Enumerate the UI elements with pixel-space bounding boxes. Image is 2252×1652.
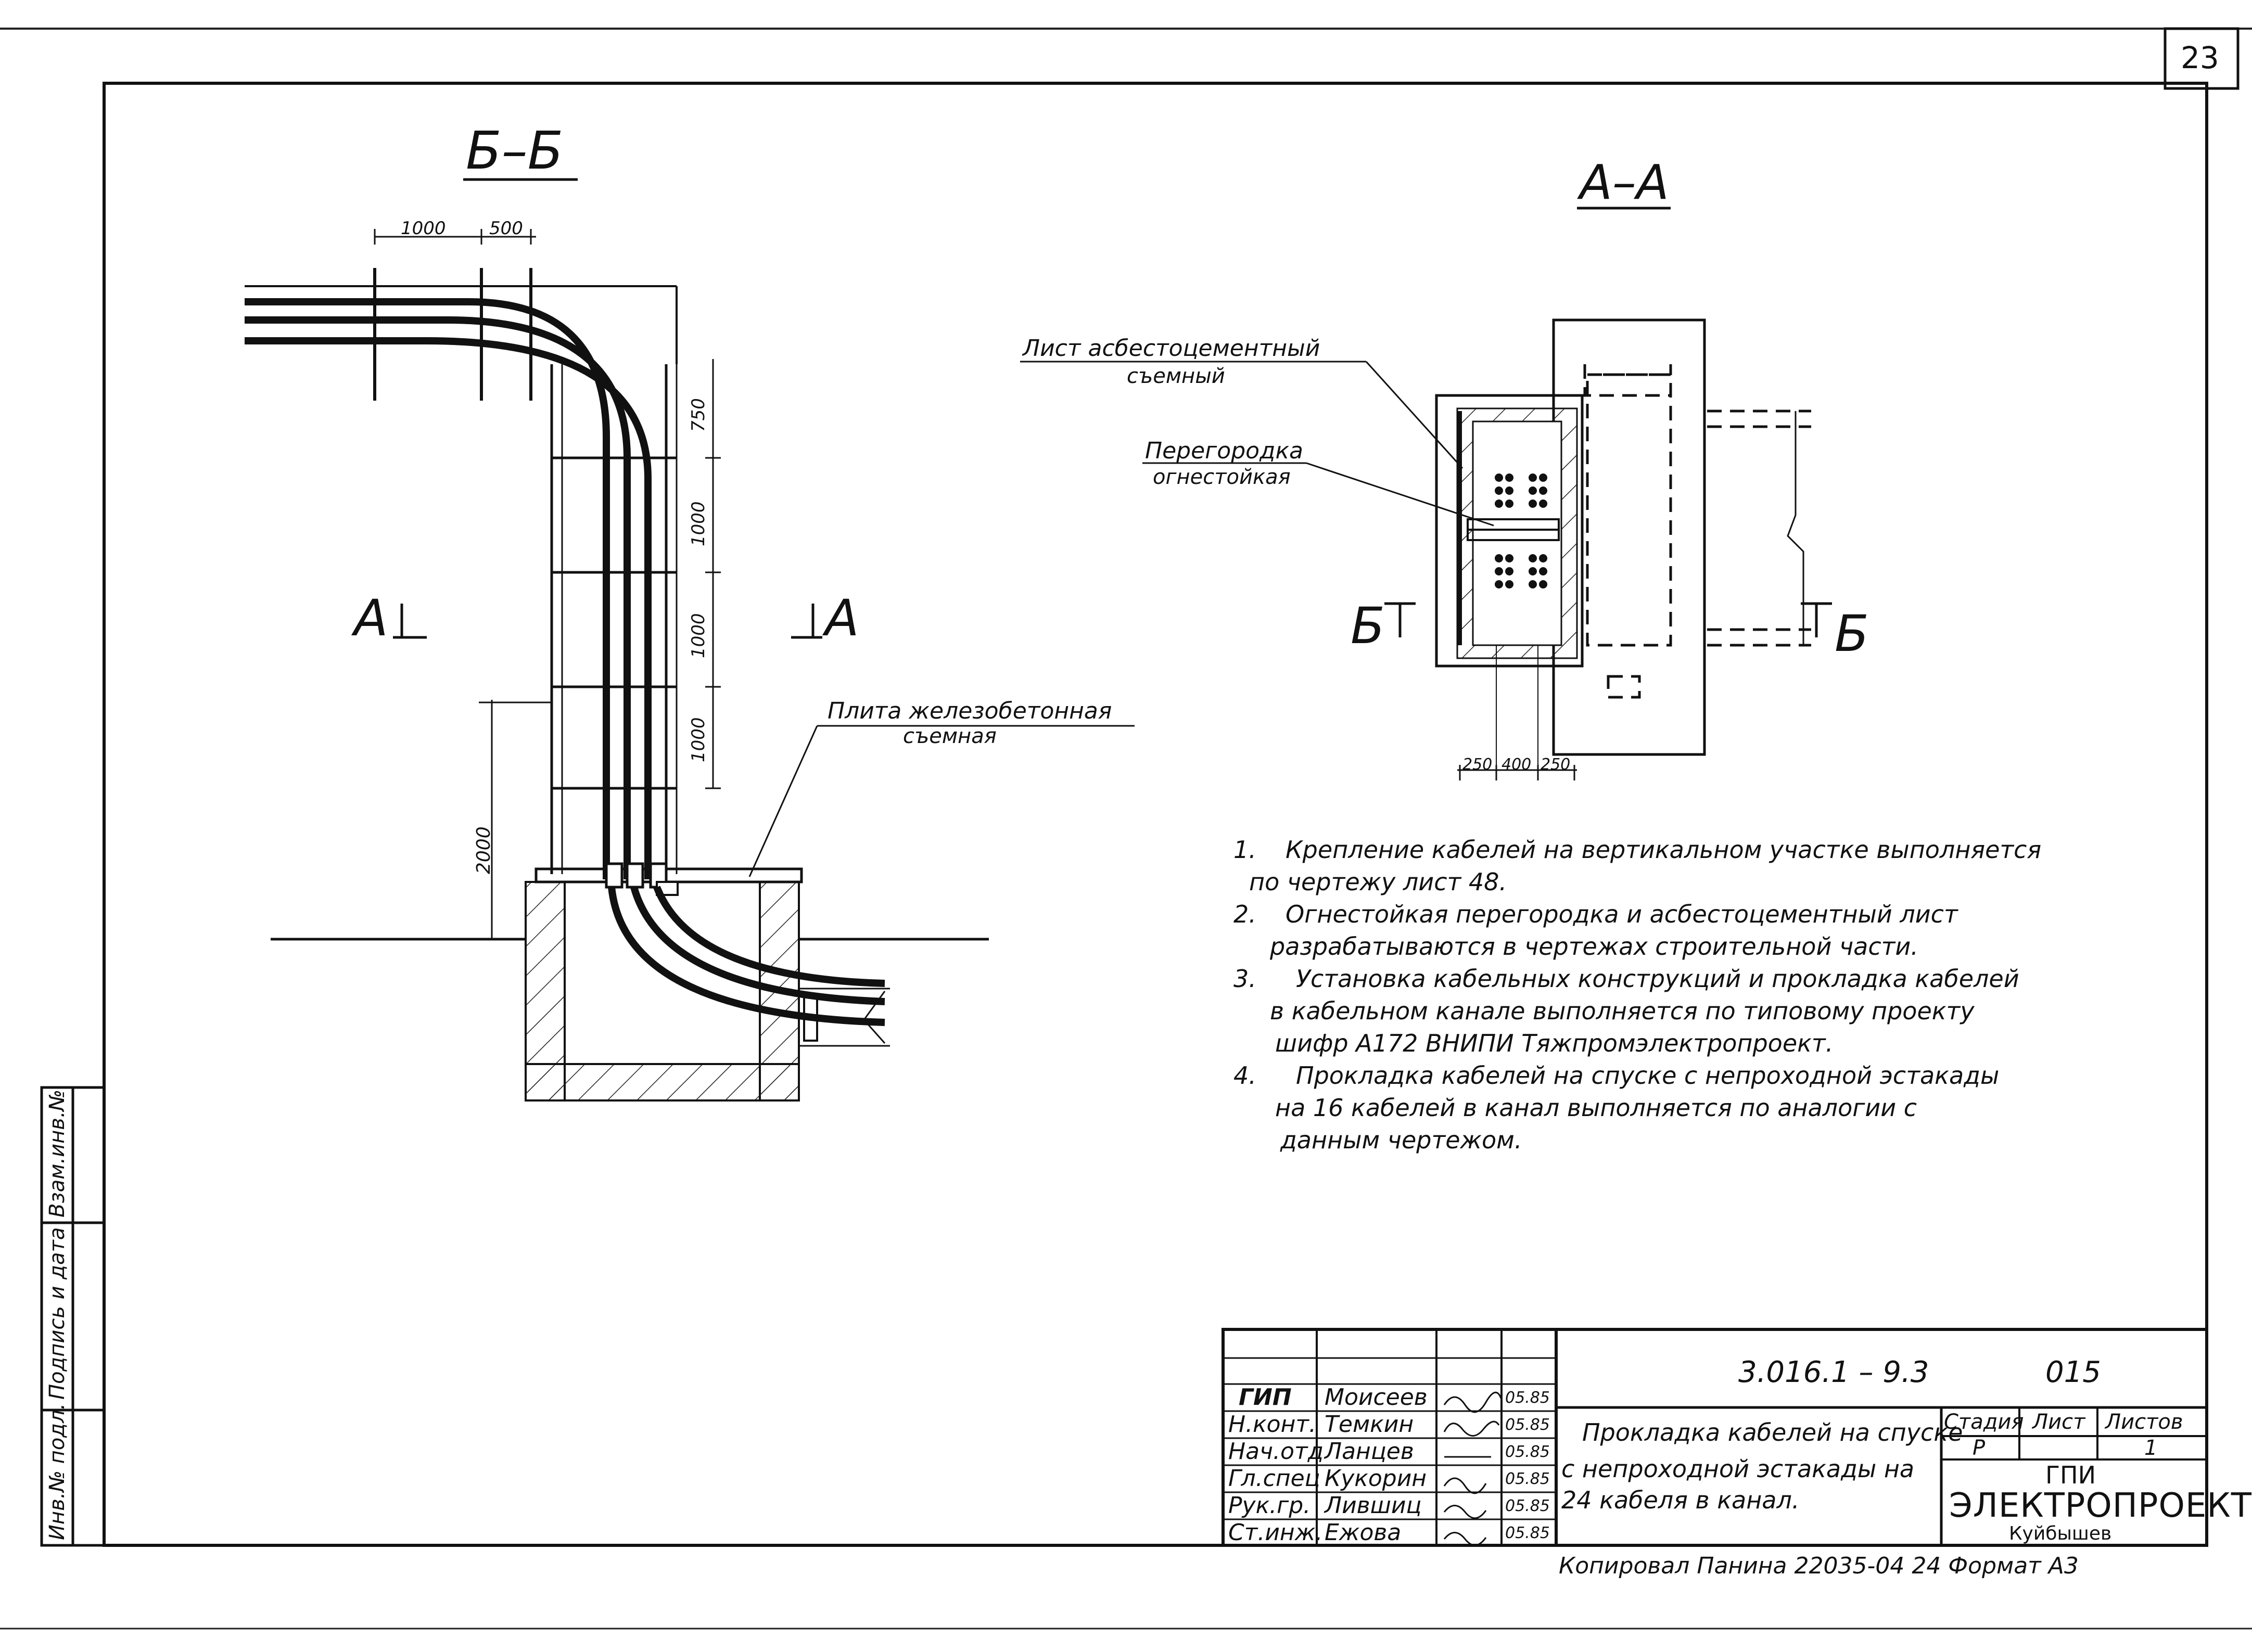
note-4-num: 4. [1233, 1061, 1256, 1090]
note-4-line2: на 16 кабелей в канал выполняется по ана… [1275, 1094, 1917, 1122]
dim-1000-a: 1000 [688, 501, 709, 546]
note-3-line3: шифр А172 ВНИПИ Тяжпромэлектропроект. [1275, 1029, 1834, 1057]
callout-partition-line2: огнестойкая [1153, 465, 1291, 489]
dim-1000-b: 1000 [688, 613, 709, 658]
dim-750: 750 [688, 398, 709, 432]
cut-marker-a-left: А [354, 589, 388, 647]
dim-400: 400 [1502, 755, 1532, 774]
dim-1000-c: 1000 [688, 717, 709, 762]
drawing-frame [103, 82, 2208, 1547]
section-bb-drawing [245, 178, 1135, 1102]
note-1-line2: по чертежу лист 48. [1249, 868, 1507, 896]
sheets-total-value: 1 [2144, 1436, 2158, 1460]
title-block-grid [1222, 1328, 2208, 1547]
note-2-num: 2. [1233, 900, 1256, 928]
note-2-line2: разрабатываются в чертежах строительной … [1270, 932, 1918, 961]
cut-marker-b-right: Б [1835, 605, 1869, 663]
date-2: 05.85 [1505, 1443, 1550, 1461]
role-1: Н.конт. [1228, 1411, 1316, 1438]
note-4-line1: Прокладка кабелей на спуске с непроходно… [1296, 1061, 2000, 1090]
role-2: Нач.отд [1228, 1438, 1324, 1465]
note-3-num: 3. [1233, 965, 1256, 993]
name-3: Кукорин [1325, 1465, 1427, 1492]
sheet-code: 015 [2045, 1355, 2101, 1389]
role-3: Гл.спец [1228, 1465, 1320, 1492]
callout-partition-line1: Перегородка [1145, 438, 1304, 464]
name-2: Ланцев [1325, 1438, 1414, 1465]
dim-250-right: 250 [1541, 755, 1571, 774]
note-4-line3: данным чертежом. [1280, 1126, 1522, 1154]
dim-2000: 2000 [473, 826, 494, 874]
signatures [1443, 1391, 1503, 1546]
drawing-title-line3: 24 кабеля в канал. [1561, 1486, 1800, 1514]
org-line3: Куйбышев [2009, 1523, 2112, 1544]
name-4: Лившиц [1325, 1492, 1422, 1519]
stamp-inv-podl: Инв.№ подл. [45, 1403, 69, 1540]
name-1: Темкин [1325, 1411, 1414, 1438]
name-0: Моисеев [1325, 1384, 1428, 1411]
drawing-title-line1: Прокладка кабелей на спуске [1582, 1418, 1963, 1446]
drawing-title-line2: с непроходной эстакады на [1561, 1455, 1915, 1483]
note-1-line1: Крепление кабелей на вертикальном участк… [1286, 836, 2042, 864]
section-aa-drawing [1020, 207, 1832, 780]
note-3-line2: в кабельном канале выполняется по типово… [1270, 997, 1975, 1025]
stamp-podpis-data: Подпись и дата [45, 1227, 69, 1400]
doc-code: 3.016.1 – 9.3 [1738, 1355, 1929, 1389]
callout-sheet-line1: Лист асбестоцементный [1023, 335, 1320, 362]
date-5: 05.85 [1505, 1524, 1550, 1542]
callout-plate-line1: Плита железобетонная [828, 698, 1112, 724]
org-line1: ГПИ [2045, 1461, 2096, 1489]
note-3-line1: Установка кабельных конструкций и прокла… [1296, 965, 2019, 993]
note-1-num: 1. [1233, 836, 1256, 864]
org-line2: ЭЛЕКТРОПРОЕКТ [1949, 1487, 2252, 1525]
page-number: 23 [2181, 40, 2219, 75]
callout-plate-line2: съемная [903, 724, 997, 748]
date-1: 05.85 [1505, 1416, 1550, 1434]
dim-1000-top: 1000 [401, 218, 446, 239]
sheets-label: Листов [2105, 1410, 2183, 1434]
footer-copy-info: Копировал Панина 22035-04 24 Формат А3 [1559, 1553, 2079, 1579]
stamp-vzam-inv: Взам.инв.№ [45, 1089, 69, 1218]
role-0: ГИП [1239, 1384, 1292, 1411]
note-2-line1: Огнестойкая перегородка и асбестоцементн… [1286, 900, 1958, 928]
page-number-box [2164, 27, 2240, 90]
stage-value: Р [1973, 1436, 1986, 1460]
stage-label: Стадия [1944, 1410, 2024, 1434]
side-stamp [40, 1086, 106, 1547]
date-4: 05.85 [1505, 1497, 1550, 1515]
cut-marker-b-left: Б [1351, 597, 1385, 655]
cut-marker-a-right: А [825, 589, 859, 647]
dim-500-top: 500 [489, 218, 523, 239]
sheet-label: Лист [2032, 1410, 2085, 1434]
name-5: Ежова [1325, 1519, 1402, 1546]
date-0: 05.85 [1505, 1389, 1550, 1407]
date-3: 05.85 [1505, 1470, 1550, 1488]
dim-250-left: 250 [1462, 755, 1493, 774]
section-bb-title: Б–Б [466, 120, 564, 181]
section-aa-title: А–А [1580, 155, 1669, 210]
role-4: Рук.гр. [1228, 1492, 1311, 1519]
cable-dots [1495, 473, 1547, 588]
callout-sheet-line2: съемный [1127, 364, 1225, 388]
role-5: Ст.инж. [1228, 1519, 1323, 1546]
